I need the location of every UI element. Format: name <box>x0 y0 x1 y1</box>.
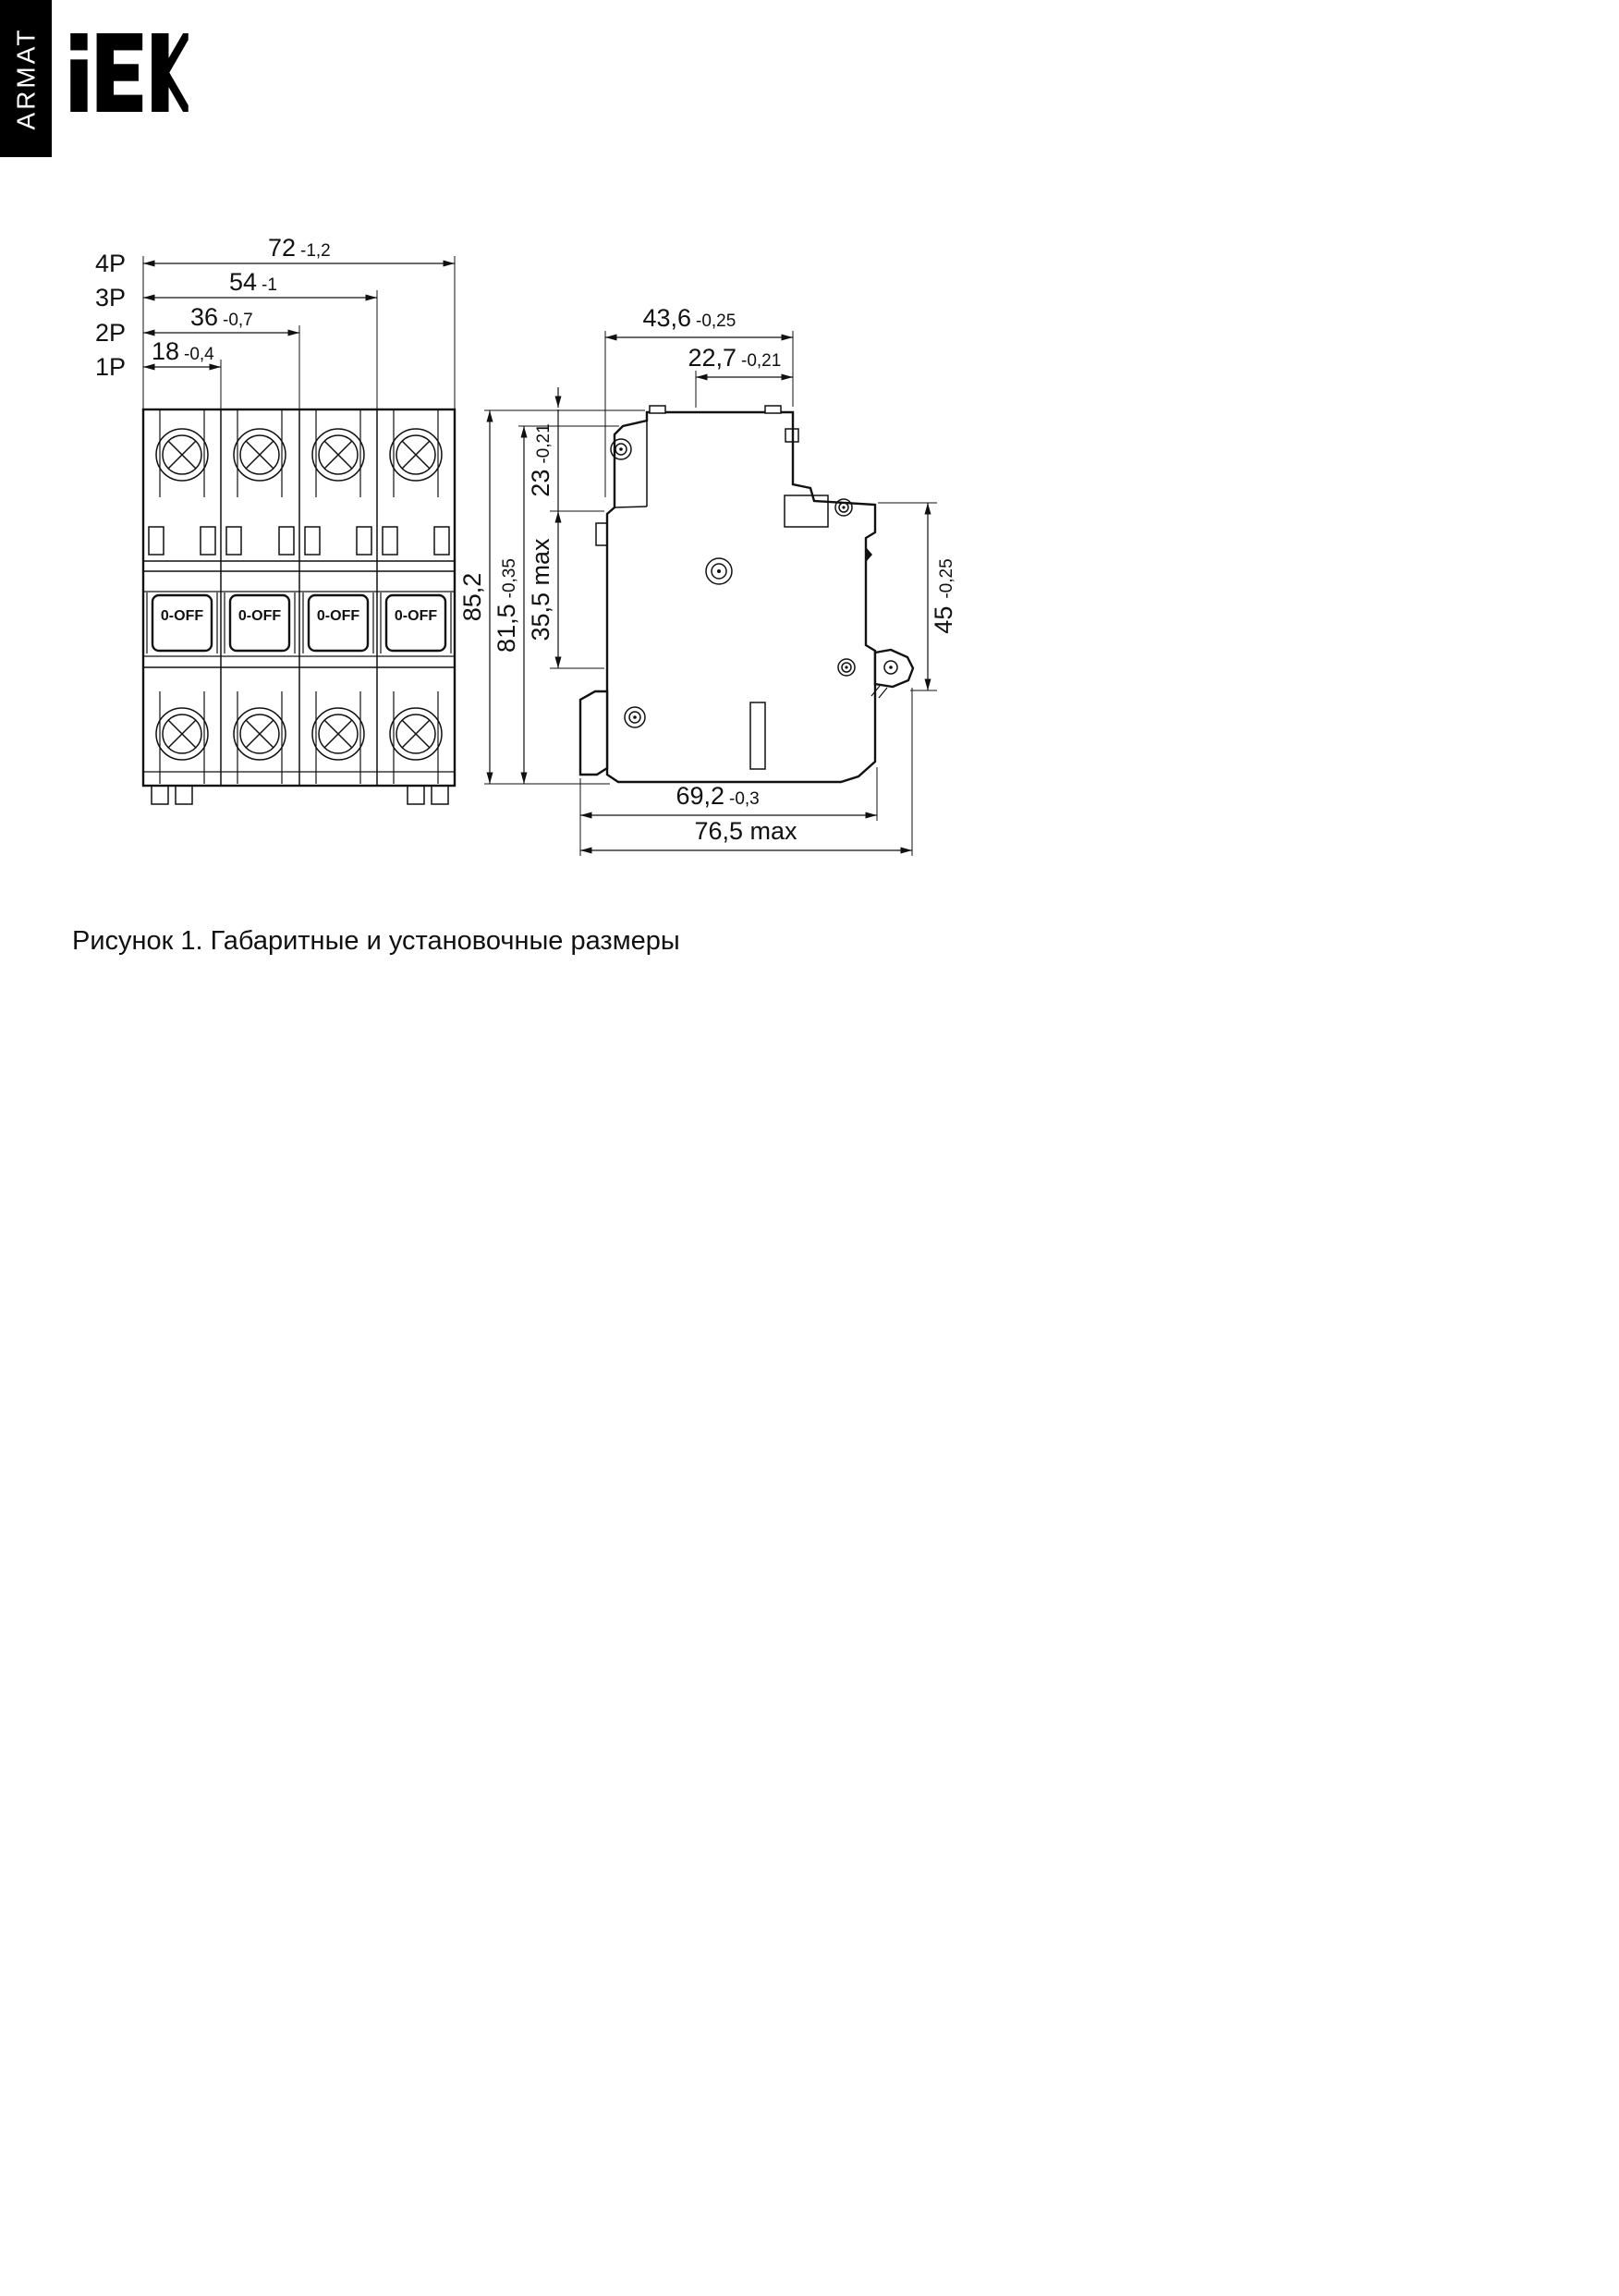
side-clamp-tab <box>595 522 608 546</box>
toggle-label: 0-OFF <box>238 608 281 624</box>
dim-front-depth: 35,5 max <box>527 511 562 668</box>
dim-tolerance: -1 <box>262 275 277 295</box>
dim-din-span: 45-0,25 <box>924 503 957 690</box>
dim-height-body: 81,5-0,35 <box>493 426 528 784</box>
dim-label: 85,2 <box>458 573 486 622</box>
side-body-outline <box>605 410 877 784</box>
side-inner-lines <box>614 421 648 508</box>
armat-sidebar: ARMAT <box>0 0 52 157</box>
dim-label: 35,5 max <box>527 538 554 641</box>
dim-tolerance: -0,21 <box>741 351 781 371</box>
terminal-screw-icon <box>233 428 286 482</box>
pole-label-2p: 2P <box>95 319 126 347</box>
dim-value: 18 <box>152 337 179 365</box>
side-bottom-slot <box>749 702 766 770</box>
dim-value: 72 <box>268 234 296 262</box>
dim-tolerance: -0,7 <box>223 311 253 330</box>
terminal-screw-icon <box>311 707 365 761</box>
toggle-label: 0-OFF <box>161 608 203 624</box>
front-body <box>141 408 456 788</box>
dim-width-1p: 18 -0,4 <box>143 337 221 371</box>
dim-height-total: 85,2 <box>458 410 493 784</box>
side-bottom-lip <box>578 690 609 776</box>
side-top-vents <box>649 405 782 414</box>
terminal-screw-icon <box>389 428 443 482</box>
dim-value: 36 <box>190 303 218 331</box>
terminal-screw-icon <box>389 707 443 761</box>
dim-value: 69,2 <box>676 782 724 810</box>
dim-tolerance: -1,2 <box>300 241 331 261</box>
technical-drawing: 0-OFF 0-OFF 0-OFF 0-OFF <box>95 234 957 856</box>
iek-logo <box>70 33 189 112</box>
iek-logo-glyphs <box>70 33 189 112</box>
terminal-screw-icon <box>233 707 286 761</box>
terminal-screw-icon <box>311 428 365 482</box>
toggle-pole-3: 0-OFF <box>302 592 374 653</box>
front-terminal-channels <box>159 409 439 784</box>
figure-caption: Рисунок 1. Габаритные и установочные раз… <box>72 926 680 956</box>
dim-label: 45-0,25 <box>930 558 957 633</box>
dim-tolerance: -0,4 <box>184 345 214 364</box>
toggle-label: 0-OFF <box>395 608 437 624</box>
dim-width-3p: 54 -1 <box>143 268 377 301</box>
dim-value: 43,6 <box>642 304 691 332</box>
dim-tolerance: -0,25 <box>696 311 736 331</box>
din-latch-tooth <box>866 547 872 562</box>
armat-label: ARMAT <box>11 27 41 130</box>
dim-width-top: 43,6 -0,25 <box>605 304 793 341</box>
dim-width-bottom-max: 76,5 max <box>580 817 912 854</box>
dim-label: 23-0,21 <box>527 423 554 496</box>
front-view: 0-OFF 0-OFF 0-OFF 0-OFF <box>95 234 456 805</box>
terminal-screw-icon <box>155 428 209 482</box>
pole-label-1p: 1P <box>95 353 126 381</box>
side-edge-notch <box>785 428 799 443</box>
side-vent-window <box>784 495 829 528</box>
dim-width-bottom: 69,2 -0,3 <box>580 782 877 819</box>
dim-width-4p: 72 -1,2 <box>143 234 455 267</box>
dim-value: 76,5 max <box>694 817 797 845</box>
pole-label-3p: 3P <box>95 284 126 311</box>
dim-value: 22,7 <box>688 344 736 372</box>
pole-labels: 4P 3P 2P 1P <box>95 250 126 381</box>
dim-depth-step: 23-0,21 <box>527 387 562 511</box>
dim-value: 54 <box>229 268 257 296</box>
terminal-screw-icon <box>155 707 209 761</box>
dim-label: 81,5-0,35 <box>493 558 520 653</box>
side-case-rivets <box>610 438 856 728</box>
toggle-pole-2: 0-OFF <box>224 592 296 653</box>
front-clamp-tabs <box>148 526 450 556</box>
toggle-pole-4: 0-OFF <box>380 592 452 653</box>
pole-label-4p: 4P <box>95 250 126 277</box>
dim-width-step: 22,7 -0,21 <box>688 344 793 381</box>
front-mounting-feet <box>151 785 449 805</box>
side-view: 43,6 -0,25 22,7 -0,21 23-0,21 35,5 max 8… <box>458 304 957 856</box>
toggle-pole-1: 0-OFF <box>146 592 218 653</box>
dim-width-2p: 36 -0,7 <box>143 303 299 336</box>
toggle-label: 0-OFF <box>317 608 359 624</box>
front-toggles: 0-OFF 0-OFF 0-OFF 0-OFF <box>146 592 452 653</box>
din-clip <box>870 648 915 699</box>
dim-tolerance: -0,3 <box>729 789 760 809</box>
